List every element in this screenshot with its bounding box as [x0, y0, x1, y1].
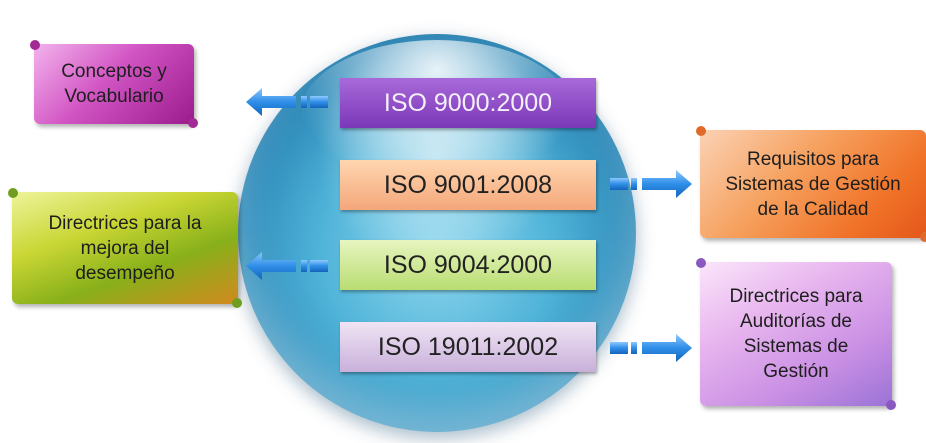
standard-label: ISO 9000:2000: [383, 88, 553, 117]
arrow-right-icon: [610, 334, 692, 362]
standard-iso-9004: ISO 9004:2000: [340, 240, 596, 290]
note-text: Directrices para la mejora del desempeño: [48, 212, 202, 284]
note-text: Conceptos y Vocabulario: [61, 61, 167, 107]
standard-label: ISO 19011:2002: [377, 332, 559, 361]
arrow-right-icon: [610, 170, 692, 198]
standard-label: ISO 9004:2000: [383, 250, 553, 279]
standard-iso-9001: ISO 9001:2008: [340, 160, 596, 210]
standard-iso-9000: ISO 9000:2000: [340, 78, 596, 128]
note-conceptos-vocabulario: Conceptos y Vocabulario: [30, 40, 198, 128]
note-directrices-mejora: Directrices para la mejora del desempeño: [8, 188, 242, 308]
note-auditorias: Directrices para Auditorías de Sistemas …: [696, 258, 896, 410]
arrow-left-icon: [246, 88, 328, 116]
arrow-left-icon: [246, 252, 328, 280]
note-text: Requisitos para Sistemas de Gestión de l…: [725, 148, 901, 220]
note-text: Directrices para Auditorías de Sistemas …: [729, 286, 863, 382]
standard-iso-19011: ISO 19011:2002: [340, 322, 596, 372]
note-requisitos: Requisitos para Sistemas de Gestión de l…: [696, 126, 926, 242]
standard-label: ISO 9001:2008: [383, 170, 553, 199]
